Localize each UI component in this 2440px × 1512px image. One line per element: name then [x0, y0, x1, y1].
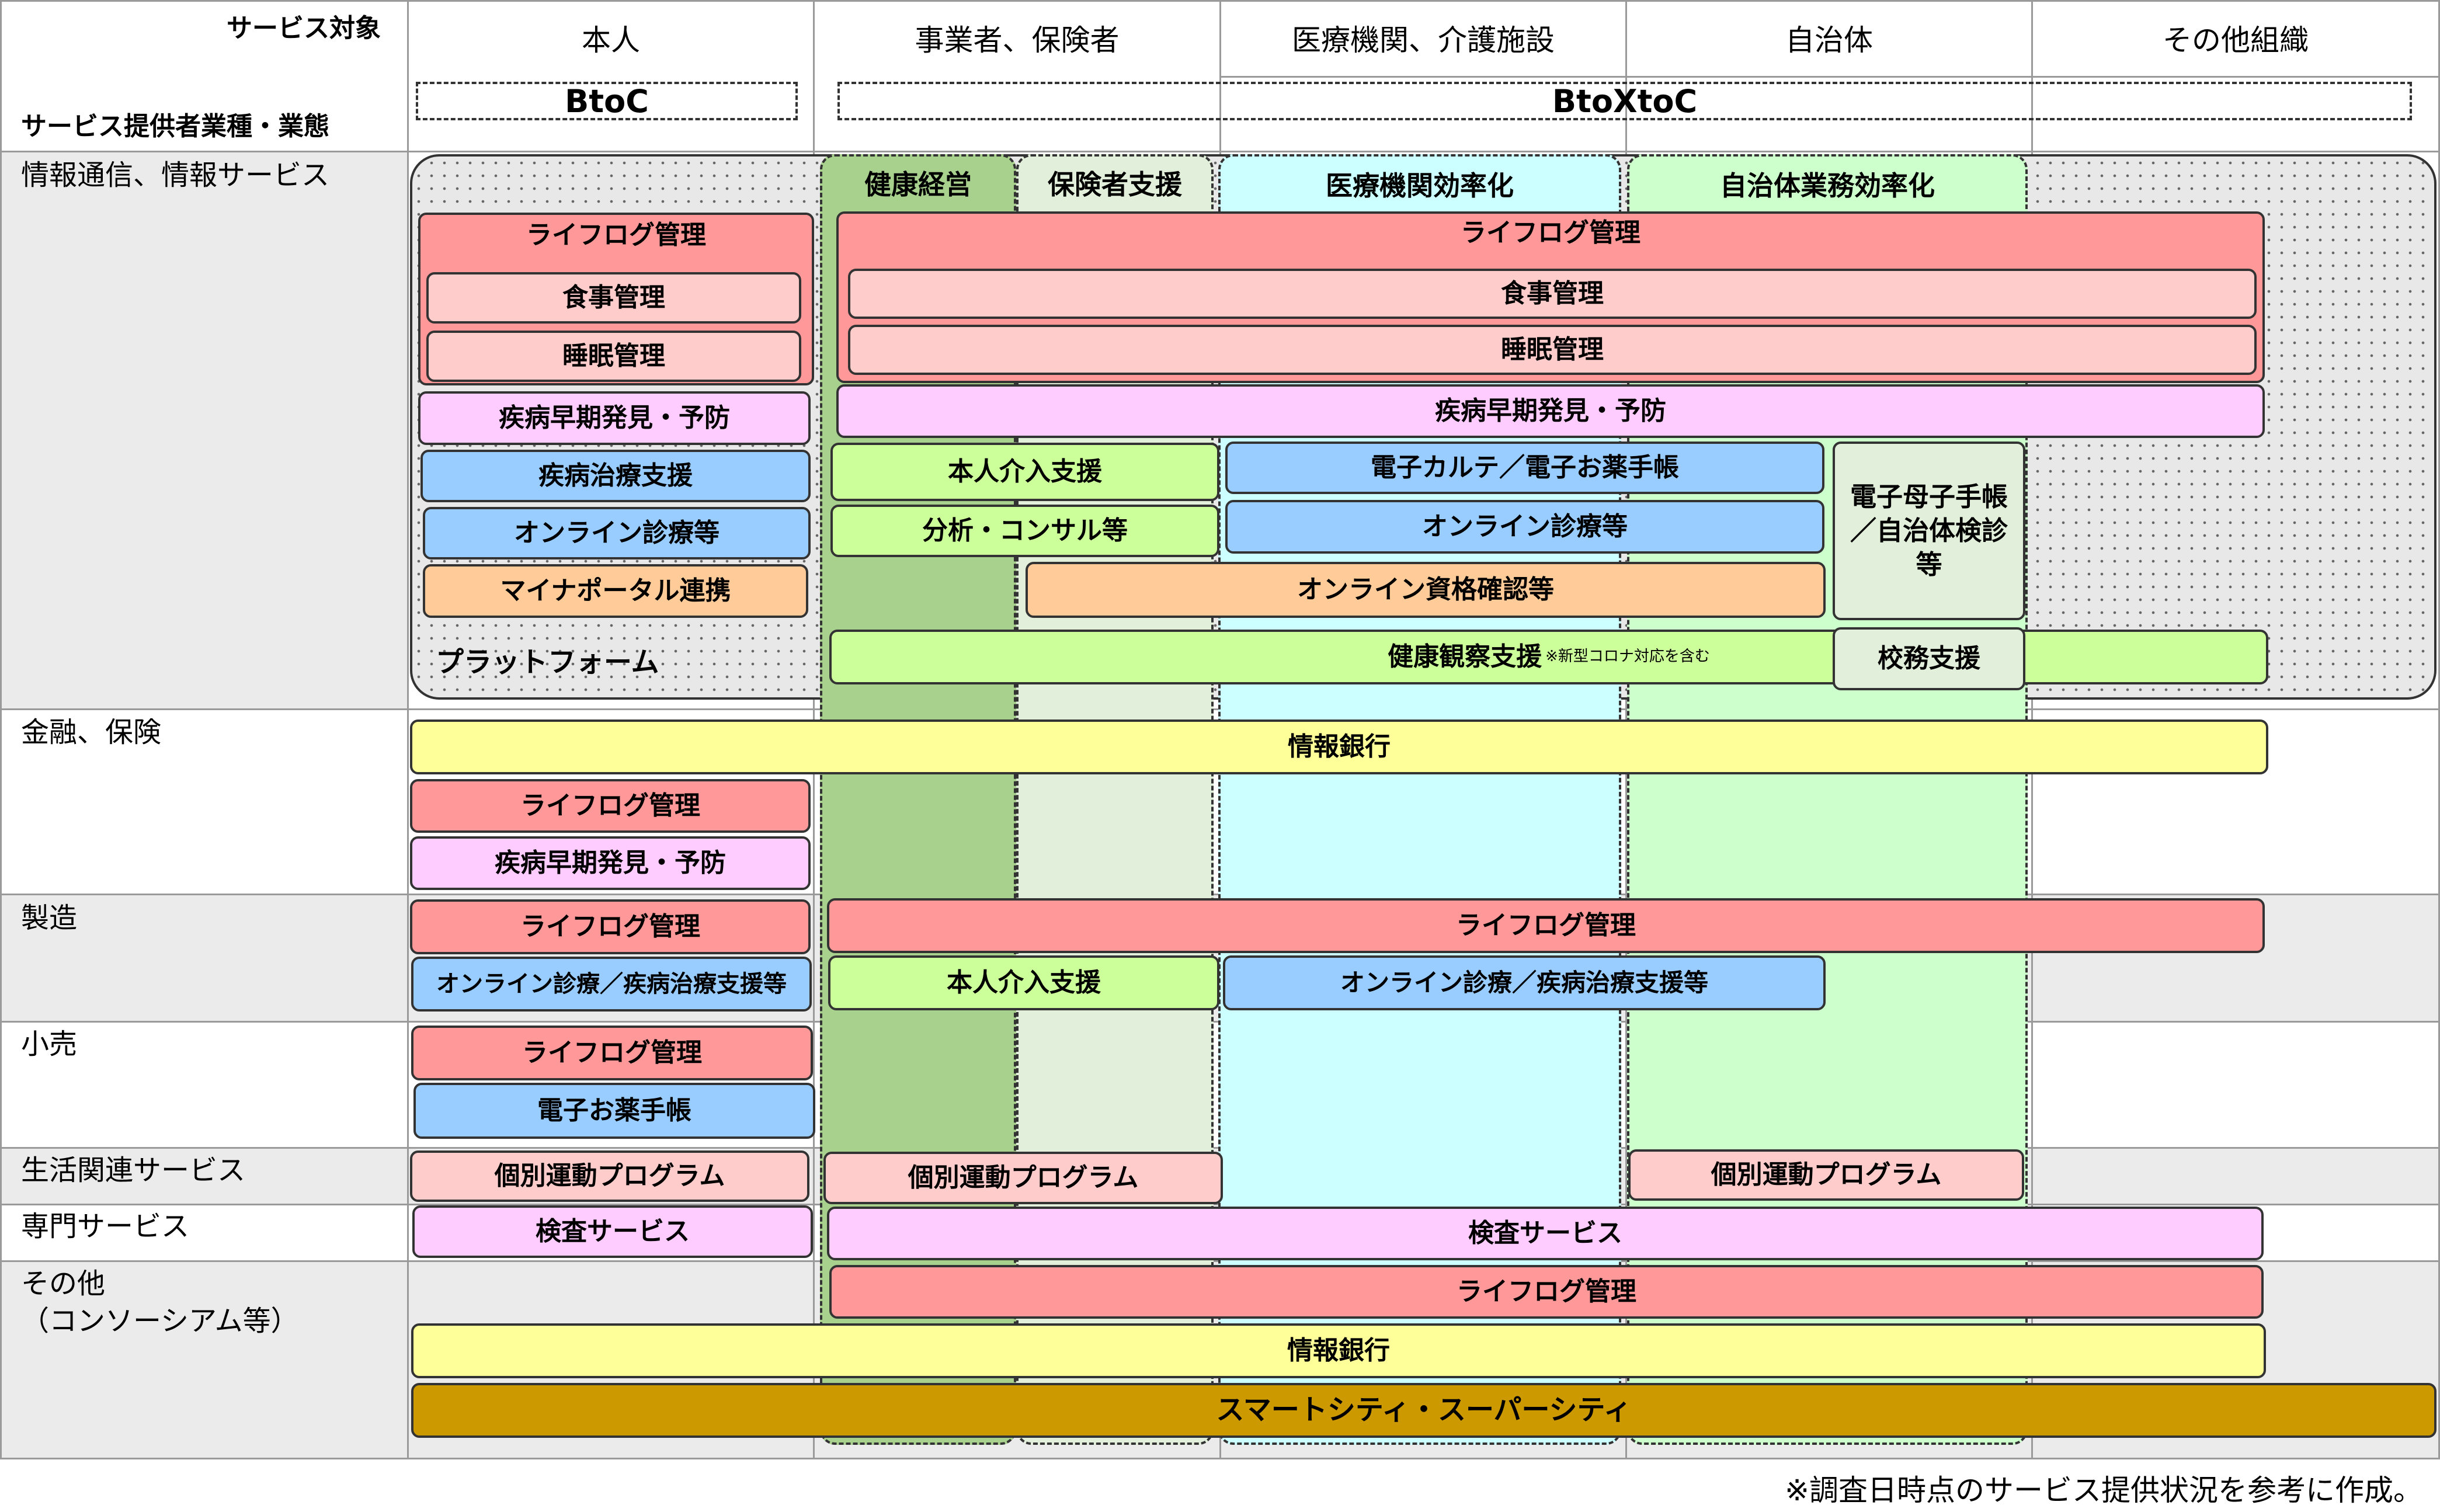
grid-header-sub — [1219, 76, 2440, 78]
band-title-insurer-support: 保険者支援 — [1048, 169, 1182, 200]
platform-label: プラットフォーム — [436, 646, 659, 679]
row-label-other-line2: （コンソーシアム等） — [21, 1305, 299, 1337]
meal-management-btoxtoc: 食事管理 — [848, 269, 2257, 319]
online-treatment-mfg-btoxtoc: オンライン診療／疾病治療支援等 — [1223, 955, 1826, 1010]
early-detection-btoxtoc: 疾病早期発見・予防 — [836, 384, 2265, 438]
grid-left — [0, 0, 2, 1459]
covid-note: ※新型コロナ対応を含む — [1545, 648, 1710, 666]
info-bank-finance: 情報銀行 — [410, 719, 2268, 774]
online-treatment-mfg-btoc: オンライン診療／疾病治療支援等 — [411, 957, 812, 1012]
row-label-other-line1: その他 — [21, 1267, 106, 1300]
band-title-municipal-efficiency: 自治体業務効率化 — [1720, 170, 1935, 201]
row-label-finance: 金融、保険 — [21, 716, 162, 749]
meal-management-btoc: 食事管理 — [426, 272, 801, 324]
online-consult-btoc: オンライン診療等 — [423, 507, 811, 559]
school-affairs-support: 校務支援 — [1833, 627, 2025, 690]
smart-city-super-city: スマートシティ・スーパーシティ — [411, 1383, 2436, 1438]
footnote: ※調査日時点のサービス提供状況を参考に作成。 — [1785, 1473, 2422, 1507]
grid-right — [2438, 0, 2440, 1459]
exercise-program-btoc: 個別運動プログラム — [410, 1150, 809, 1202]
column-header-medical-care: 医療機関、介護施設 — [1292, 23, 1555, 57]
early-detection-finance: 疾病早期発見・予防 — [410, 836, 811, 890]
btoc-label: BtoC — [416, 82, 798, 120]
e-medication-book-retail: 電子お薬手帳 — [413, 1083, 815, 1139]
lifelog-other: ライフログ管理 — [829, 1265, 2264, 1319]
lifelog-mfg-btoc: ライフログ管理 — [410, 899, 811, 954]
self-intervention-support: 本人介入支援 — [830, 443, 1219, 501]
btoxtoc-label: BtoXtoC — [837, 82, 2412, 120]
health-observation-support-label: 健康観察支援 — [1388, 641, 1542, 672]
row-label-manufacturing: 製造 — [21, 902, 78, 934]
testing-service-btoc: 検査サービス — [412, 1205, 813, 1258]
exercise-program-municipality: 個別運動プログラム — [1628, 1149, 2024, 1201]
row-label-other: その他 （コンソーシアム等） — [21, 1265, 299, 1340]
row-label-professional: 専門サービス — [21, 1210, 190, 1243]
online-eligibility-check: オンライン資格確認等 — [1026, 562, 1826, 618]
lifelog-group-btoc-label: ライフログ管理 — [526, 220, 706, 250]
lifelog-retail: ライフログ管理 — [411, 1026, 813, 1080]
myna-portal-link: マイナポータル連携 — [423, 564, 808, 618]
service-provider-label: サービス提供者業種・業態 — [21, 112, 329, 141]
row-label-ict: 情報通信、情報サービス — [21, 159, 330, 192]
e-maternal-book-screening: 電子母子手帳／自治体検診等 — [1833, 442, 2025, 620]
band-title-medical-efficiency: 医療機関効率化 — [1326, 170, 1514, 201]
lifelog-finance: ライフログ管理 — [410, 779, 811, 833]
service-target-label: サービス対象 — [227, 13, 381, 43]
health-observation-support: 健康観察支援※新型コロナ対応を含む — [829, 630, 2268, 684]
band-title-health-management: 健康経営 — [864, 169, 972, 200]
lifelog-mfg-btoxtoc: ライフログ管理 — [827, 898, 2265, 953]
row-label-life-services: 生活関連サービス — [21, 1154, 246, 1187]
info-bank-other: 情報銀行 — [411, 1323, 2266, 1378]
column-header-other-org: その他組織 — [2163, 23, 2309, 57]
column-header-self: 本人 — [582, 23, 640, 57]
online-consult-btoxtoc: オンライン診療等 — [1225, 500, 1824, 554]
e-maternal-book-screening-label: 電子母子手帳／自治体検診等 — [1850, 481, 2008, 580]
column-header-employer-insurer: 事業者、保険者 — [915, 23, 1120, 57]
testing-service-btoxtoc: 検査サービス — [827, 1207, 2264, 1260]
self-intervention-mfg: 本人介入支援 — [828, 955, 1219, 1010]
row-label-retail: 小売 — [21, 1028, 78, 1061]
col-a-bg-ict — [0, 152, 408, 710]
grid-col-a — [407, 0, 409, 1459]
treatment-support-btoc: 疾病治療支援 — [420, 450, 811, 502]
sleep-management-btoc: 睡眠管理 — [426, 331, 801, 382]
exercise-program-employer: 個別運動プログラム — [823, 1152, 1223, 1204]
lifelog-group-btoxtoc-label: ライフログ管理 — [1461, 218, 1640, 248]
sleep-management-btoxtoc: 睡眠管理 — [848, 325, 2257, 375]
early-detection-btoc: 疾病早期発見・予防 — [418, 391, 811, 445]
analysis-consulting: 分析・コンサル等 — [830, 505, 1219, 557]
ehr-e-medication-book: 電子カルテ／電子お薬手帳 — [1225, 442, 1824, 494]
column-header-municipality: 自治体 — [1785, 23, 1873, 57]
